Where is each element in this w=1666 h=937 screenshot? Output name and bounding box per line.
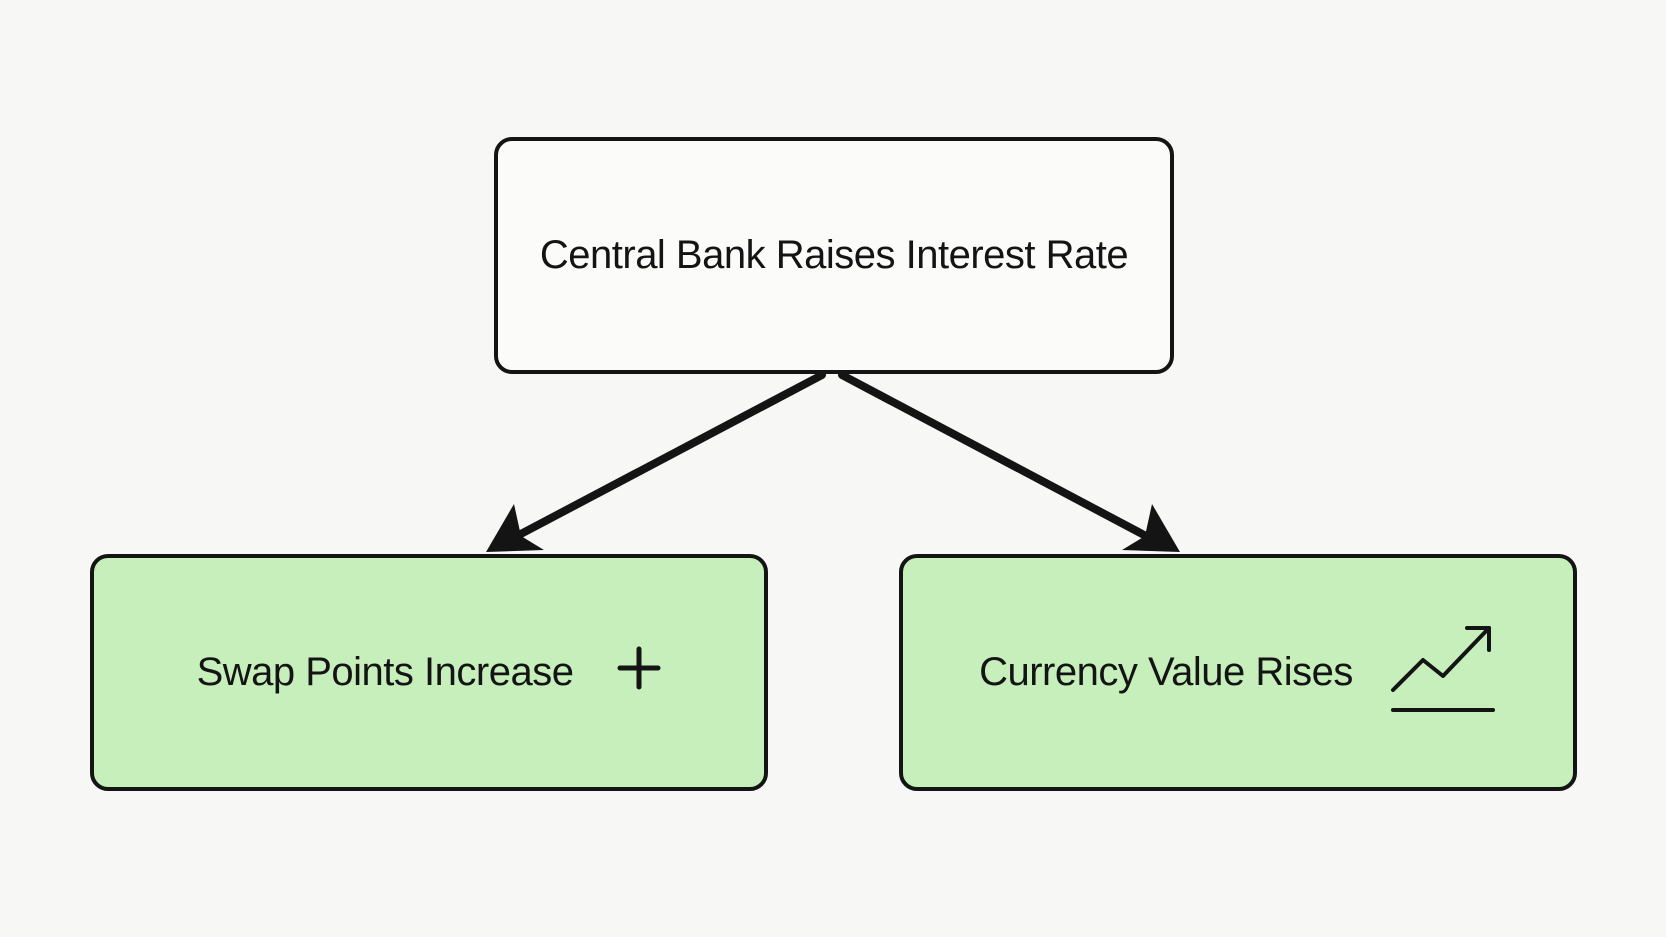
root-node-label: Central Bank Raises Interest Rate (539, 233, 1129, 277)
arrow-line-left (496, 371, 826, 549)
child-node-currency-value: Currency Value Rises (899, 554, 1577, 791)
child-node-label: Swap Points Increase (196, 650, 574, 694)
child-node-swap-points: Swap Points Increase (90, 554, 768, 791)
arrow-line-right (838, 371, 1167, 549)
arrowhead-right (1122, 504, 1180, 552)
trend-up-icon (1389, 620, 1497, 726)
child-node-label: Currency Value Rises (979, 650, 1353, 694)
root-node: Central Bank Raises Interest Rate (494, 137, 1174, 374)
arrowhead-left (486, 504, 544, 552)
plus-icon (617, 646, 661, 700)
